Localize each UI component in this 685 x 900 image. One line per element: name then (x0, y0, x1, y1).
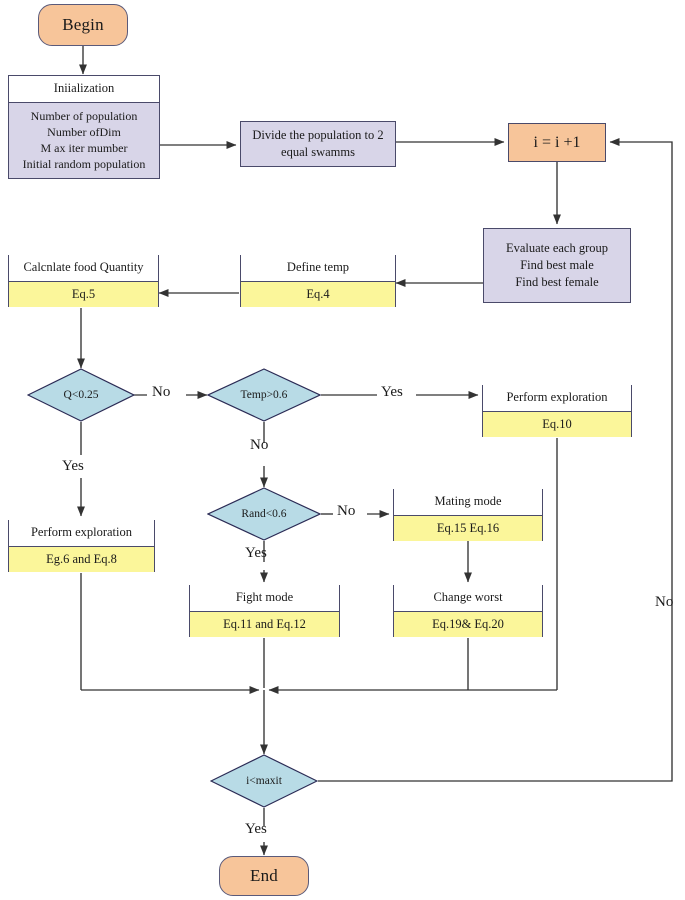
node-change-worst-header: Change worst (394, 585, 542, 612)
node-fight-mode[interactable]: Fight mode Eq.11 and Eq.12 (189, 585, 340, 637)
node-initialization-body: Number of population Number ofDim M ax i… (9, 102, 159, 178)
diamond-shape-q (27, 368, 135, 422)
node-perform-exploration-eq6-eq8-equation: Eg.6 and Eq.8 (9, 546, 154, 572)
edge-label-temp-yes: Yes (381, 384, 403, 400)
node-define-temp-header: Define temp (241, 255, 395, 282)
edge-label-q-yes: Yes (62, 458, 84, 474)
node-fight-mode-equation: Eq.11 and Eq.12 (190, 611, 339, 637)
node-change-worst[interactable]: Change worst Eq.19& Eq.20 (393, 585, 543, 637)
node-food-quantity-header: Calcnlate food Quantity (9, 255, 158, 282)
diamond-shape-rand (207, 487, 321, 541)
node-mating-mode[interactable]: Mating mode Eq.15 Eq.16 (393, 489, 543, 541)
decision-iteration-check[interactable]: i<maxit (210, 754, 318, 808)
decision-rand-threshold[interactable]: Rand<0.6 (207, 487, 321, 541)
edge-label-q-no: No (152, 384, 171, 400)
decision-iteration-check-label: i<maxit (246, 775, 282, 787)
edge-label-iter-no: No (655, 594, 674, 610)
edge-label-rand-no: No (337, 503, 356, 519)
node-begin-label: Begin (62, 15, 104, 34)
node-divide-population[interactable]: Divide the population to 2 equal swamms (240, 121, 396, 167)
node-evaluate-groups[interactable]: Evaluate each group Find best male Find … (483, 228, 631, 303)
node-end-label: End (250, 866, 278, 885)
node-perform-exploration-eq6-eq8-header: Perform exploration (9, 520, 154, 547)
node-initialization[interactable]: Iniialization Number of population Numbe… (8, 75, 160, 179)
decision-q-threshold-label: Q<0.25 (63, 389, 99, 401)
node-mating-mode-equation: Eq.15 Eq.16 (394, 515, 542, 541)
node-change-worst-equation: Eq.19& Eq.20 (394, 611, 542, 637)
node-define-temp-equation: Eq.4 (241, 281, 395, 307)
node-increment-counter[interactable]: i = i +1 (508, 123, 606, 162)
node-food-quantity-equation: Eq.5 (9, 281, 158, 307)
decision-q-threshold[interactable]: Q<0.25 (27, 368, 135, 422)
node-perform-exploration-eq10-header: Perform exploration (483, 385, 631, 412)
node-perform-exploration-eq10-equation: Eq.10 (483, 411, 631, 437)
node-define-temp[interactable]: Define temp Eq.4 (240, 255, 396, 307)
decision-rand-threshold-label: Rand<0.6 (241, 508, 287, 520)
diamond-shape-temp (207, 368, 321, 422)
decision-temp-threshold[interactable]: Temp>0.6 (207, 368, 321, 422)
edge-label-rand-yes: Yes (245, 545, 267, 561)
node-food-quantity[interactable]: Calcnlate food Quantity Eq.5 (8, 255, 159, 307)
edge-label-temp-no: No (250, 437, 269, 453)
node-mating-mode-header: Mating mode (394, 489, 542, 516)
node-perform-exploration-eq6-eq8[interactable]: Perform exploration Eg.6 and Eq.8 (8, 520, 155, 572)
node-initialization-header: Iniialization (9, 76, 159, 103)
edge-label-iter-yes: Yes (245, 821, 267, 837)
decision-temp-threshold-label: Temp>0.6 (240, 389, 288, 401)
diamond-shape-iter (210, 754, 318, 808)
node-fight-mode-header: Fight mode (190, 585, 339, 612)
node-begin[interactable]: Begin (38, 4, 128, 46)
node-perform-exploration-eq10[interactable]: Perform exploration Eq.10 (482, 385, 632, 437)
node-end[interactable]: End (219, 856, 309, 896)
